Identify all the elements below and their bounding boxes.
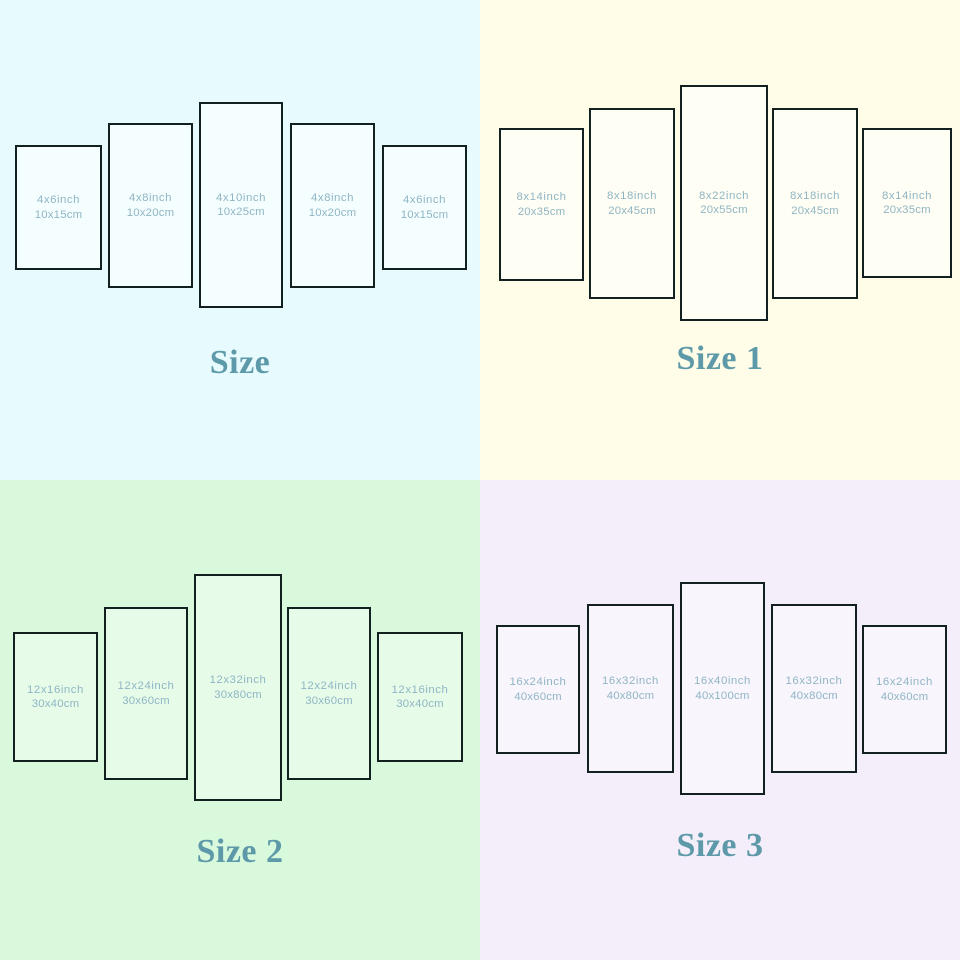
size-option-title: Size 3 bbox=[676, 827, 764, 864]
panel-inches-label: 4x10inch bbox=[216, 191, 266, 204]
size-option-title: Size 2 bbox=[196, 833, 284, 870]
size-option-size[interactable]: 4x6inch 10x15cm 4x8inch 10x20cm 4x10inch… bbox=[0, 0, 480, 480]
panel-cm-label: 20x45cm bbox=[791, 204, 839, 217]
panel-inches-label: 12x32inch bbox=[209, 674, 267, 686]
canvas-panel: 16x24inch 40x60cm bbox=[862, 625, 947, 754]
panel-cm-label: 30x60cm bbox=[122, 694, 170, 707]
canvas-panel: 4x6inch 10x15cm bbox=[15, 145, 102, 270]
canvas-panel: 8x22inch 20x55cm bbox=[680, 85, 768, 321]
panel-inches-label: 4x8inch bbox=[128, 192, 173, 204]
panel-cm-label: 40x60cm bbox=[880, 690, 929, 703]
canvas-panel: 4x8inch 10x20cm bbox=[108, 123, 193, 288]
panel-inches-label: 16x32inch bbox=[785, 675, 843, 687]
canvas-panel: 8x14inch 20x35cm bbox=[499, 128, 584, 281]
panel-inches-label: 12x16inch bbox=[27, 683, 84, 696]
size-option-size2[interactable]: 12x16inch 30x40cm 12x24inch 30x60cm 12x3… bbox=[0, 480, 480, 960]
size-option-size1[interactable]: 8x14inch 20x35cm 8x18inch 20x45cm 8x22in… bbox=[480, 0, 960, 480]
panel-inches-label: 16x40inch bbox=[694, 675, 751, 687]
panel-cm-label: 30x80cm bbox=[214, 688, 262, 701]
canvas-panel-group: 8x14inch 20x35cm 8x18inch 20x45cm 8x22in… bbox=[480, 0, 960, 340]
size-option-title: Size 1 bbox=[676, 340, 764, 377]
panel-inches-label: 16x32inch bbox=[602, 675, 659, 687]
panel-inches-label: 4x8inch bbox=[310, 192, 355, 204]
canvas-panel: 16x24inch 40x60cm bbox=[496, 625, 580, 754]
panel-inches-label: 16x24inch bbox=[876, 676, 933, 688]
panel-inches-label: 4x6inch bbox=[36, 194, 81, 206]
canvas-panel: 8x18inch 20x45cm bbox=[589, 108, 675, 299]
panel-cm-label: 20x45cm bbox=[608, 204, 656, 217]
panel-inches-label: 8x18inch bbox=[607, 190, 657, 202]
canvas-panel: 12x32inch 30x80cm bbox=[194, 574, 282, 801]
panel-inches-label: 8x14inch bbox=[516, 191, 567, 203]
panel-inches-label: 4x6inch bbox=[402, 194, 447, 206]
panel-cm-label: 30x40cm bbox=[31, 698, 80, 710]
size-option-title: Size bbox=[209, 344, 271, 381]
panel-cm-label: 40x80cm bbox=[606, 689, 655, 702]
canvas-panel: 12x24inch 30x60cm bbox=[104, 607, 188, 780]
panel-cm-label: 10x20cm bbox=[126, 206, 175, 219]
canvas-panel: 4x8inch 10x20cm bbox=[290, 123, 375, 288]
canvas-panel-group: 12x16inch 30x40cm 12x24inch 30x60cm 12x3… bbox=[0, 480, 480, 820]
panel-cm-label: 10x15cm bbox=[400, 208, 449, 221]
canvas-panel: 12x24inch 30x60cm bbox=[287, 607, 371, 780]
size-option-size3[interactable]: 16x24inch 40x60cm 16x32inch 40x80cm 16x4… bbox=[480, 480, 960, 960]
panel-cm-label: 30x60cm bbox=[305, 694, 353, 707]
panel-cm-label: 40x100cm bbox=[695, 689, 750, 702]
panel-cm-label: 40x80cm bbox=[790, 689, 838, 702]
panel-cm-label: 10x25cm bbox=[217, 206, 265, 218]
canvas-panel: 12x16inch 30x40cm bbox=[377, 632, 463, 762]
panel-inches-label: 16x24inch bbox=[509, 676, 567, 688]
panel-inches-label: 8x22inch bbox=[699, 189, 749, 202]
canvas-panel: 8x18inch 20x45cm bbox=[772, 108, 858, 299]
panel-cm-label: 20x55cm bbox=[700, 204, 748, 216]
panel-cm-label: 10x20cm bbox=[308, 206, 357, 219]
panel-inches-label: 12x16inch bbox=[391, 683, 449, 696]
panel-inches-label: 12x24inch bbox=[300, 680, 358, 692]
canvas-panel: 8x14inch 20x35cm bbox=[862, 128, 952, 278]
canvas-panel: 12x16inch 30x40cm bbox=[13, 632, 98, 762]
canvas-panel-group: 16x24inch 40x60cm 16x32inch 40x80cm 16x4… bbox=[480, 480, 960, 820]
canvas-panel: 16x32inch 40x80cm bbox=[587, 604, 674, 773]
canvas-panel-group: 4x6inch 10x15cm 4x8inch 10x20cm 4x10inch… bbox=[0, 0, 480, 340]
panel-cm-label: 10x15cm bbox=[34, 208, 83, 221]
panel-inches-label: 8x14inch bbox=[882, 189, 932, 202]
panel-inches-label: 8x18inch bbox=[790, 190, 840, 202]
canvas-panel: 16x40inch 40x100cm bbox=[680, 582, 765, 795]
canvas-panel: 4x10inch 10x25cm bbox=[199, 102, 283, 308]
panel-inches-label: 12x24inch bbox=[117, 680, 175, 692]
canvas-panel: 16x32inch 40x80cm bbox=[771, 604, 857, 773]
panel-cm-label: 30x40cm bbox=[396, 698, 444, 710]
canvas-panel: 4x6inch 10x15cm bbox=[382, 145, 467, 270]
panel-cm-label: 20x35cm bbox=[883, 204, 931, 216]
panel-cm-label: 20x35cm bbox=[517, 205, 566, 218]
panel-cm-label: 40x60cm bbox=[514, 690, 562, 703]
